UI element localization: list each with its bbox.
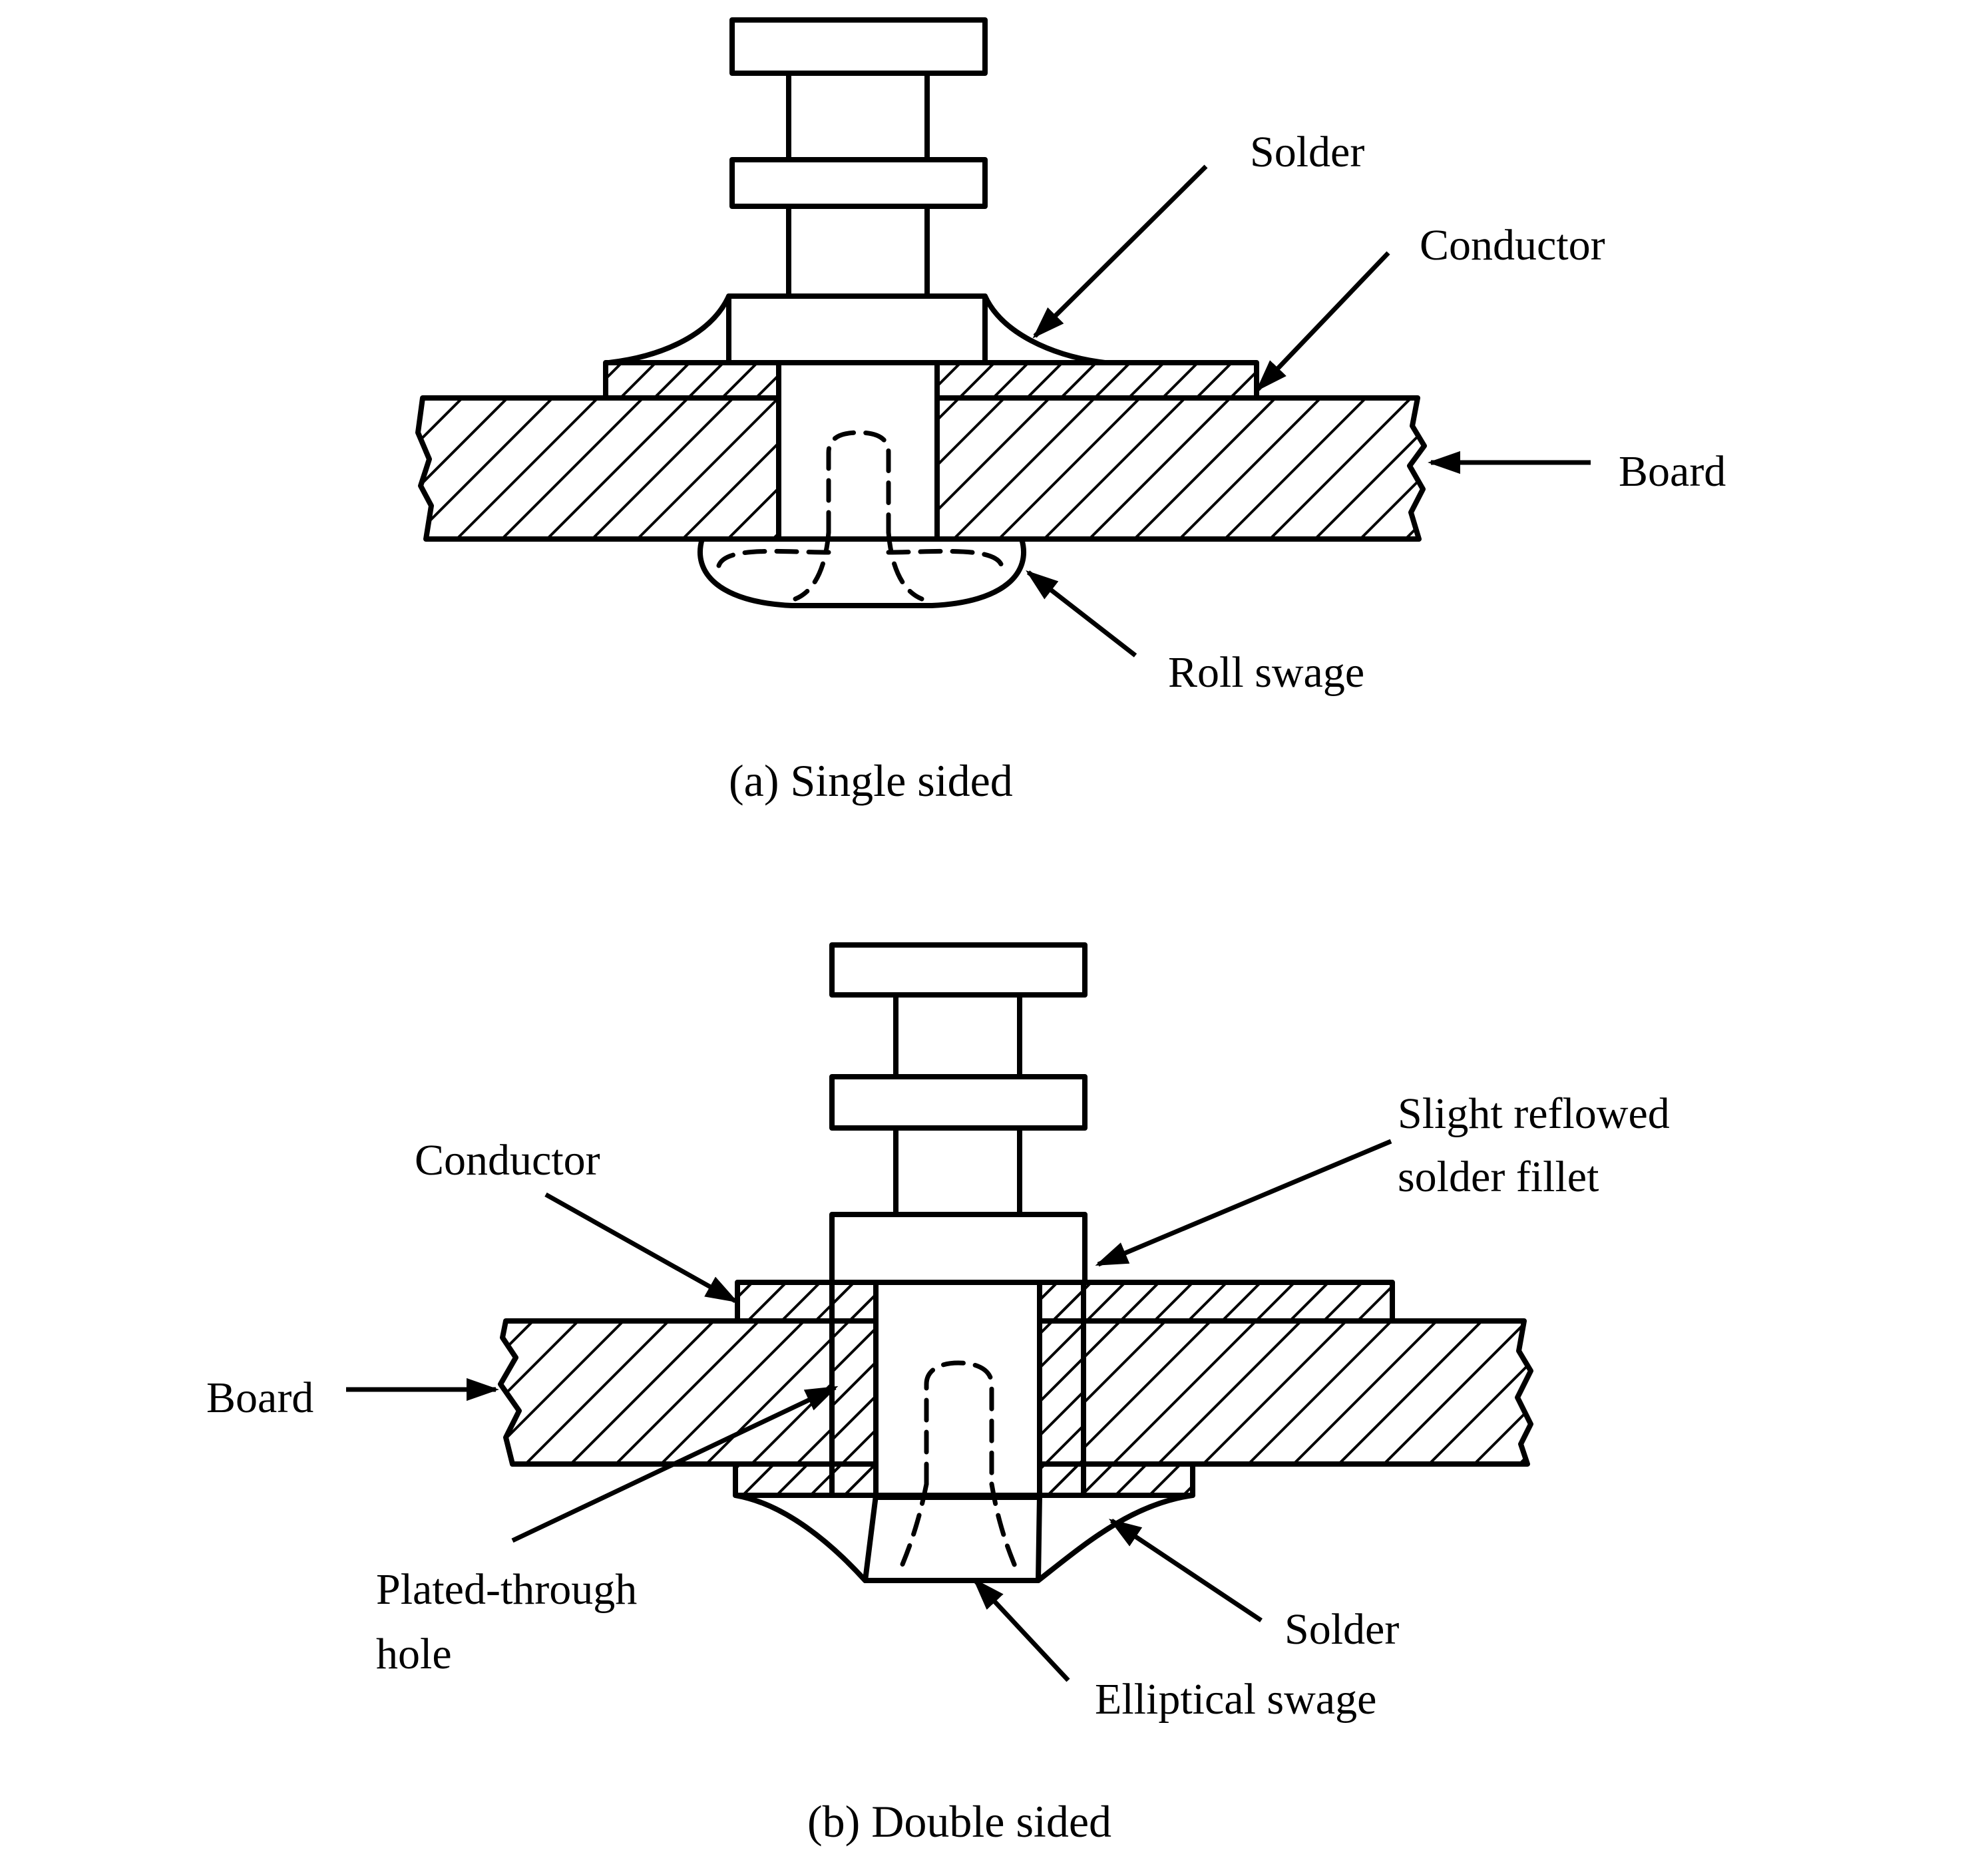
terminal-post-upper-b xyxy=(893,992,1022,1079)
roll-swage-leader-a xyxy=(1026,570,1137,657)
terminal-collar-middle-b xyxy=(829,1074,1088,1131)
terminal-barrel xyxy=(776,360,940,542)
terminal-bore-b xyxy=(873,1280,1042,1498)
board-left-b xyxy=(498,1318,835,1467)
label-roll-swage: Roll swage xyxy=(1168,648,1364,697)
elliptical-swage xyxy=(733,1493,1195,1583)
conductor-pad-left xyxy=(603,360,781,401)
label-board-b: Board xyxy=(206,1374,313,1422)
terminal-collar-top-b xyxy=(829,942,1088,998)
plated-through-leader xyxy=(511,1385,839,1543)
terminal-post-lower-b xyxy=(893,1125,1022,1217)
label-solder-b: Solder xyxy=(1285,1605,1399,1654)
solder-leader-a xyxy=(1032,164,1208,339)
single-sided-diagram: Solder Conductor Board Roll swage (a) Si… xyxy=(415,17,1726,806)
conductor-leader-a xyxy=(1255,251,1390,392)
hidden-bore-lines-b xyxy=(924,1360,994,1487)
label-solder-a: Solder xyxy=(1250,128,1364,176)
label-conductor-b: Conductor xyxy=(415,1136,600,1185)
solder-leader-b xyxy=(1108,1519,1263,1622)
conductor-bottom-right xyxy=(1037,1461,1195,1498)
solder-fillet xyxy=(606,293,1107,365)
conductor-pad-right xyxy=(934,360,1259,401)
terminal-post-upper xyxy=(786,71,930,162)
label-plated-through-line1: Plated-through xyxy=(376,1565,637,1614)
conductor-top-right xyxy=(1037,1280,1395,1324)
caption-single-sided: (a) Single sided xyxy=(729,755,1013,806)
label-elliptical-swage: Elliptical swage xyxy=(1095,1675,1376,1724)
conductor-leader-b xyxy=(544,1192,739,1304)
slight-reflowed-leader xyxy=(1095,1139,1392,1267)
terminal-collar-top xyxy=(729,17,988,76)
board-left xyxy=(415,395,781,542)
terminal-collar-middle xyxy=(729,157,988,209)
roll-swage xyxy=(697,536,1027,608)
label-board-a: Board xyxy=(1619,447,1726,496)
label-plated-through-line2: hole xyxy=(376,1630,452,1678)
terminal-collar-bottom xyxy=(726,293,988,365)
hidden-flare-lines xyxy=(716,530,1004,602)
terminal-post-lower xyxy=(786,204,930,299)
hidden-flare-lines-b xyxy=(896,1481,1021,1577)
swage-flare-lines xyxy=(863,1493,1042,1583)
label-slight-reflowed-line2: solder fillet xyxy=(1398,1153,1599,1201)
label-conductor-a: Conductor xyxy=(1420,221,1605,270)
board-right xyxy=(934,395,1427,542)
label-slight-reflowed-line1: Slight reflowed xyxy=(1398,1089,1670,1138)
conductor-bottom-left xyxy=(733,1461,879,1498)
elliptical-swage-leader xyxy=(972,1578,1070,1682)
terminal-collar-bottom-b xyxy=(829,1212,1088,1285)
caption-double-sided: (b) Double sided xyxy=(807,1796,1111,1847)
board-right-b xyxy=(1081,1318,1533,1467)
double-sided-diagram: Conductor Slight reflowed solder fillet … xyxy=(206,942,1670,1847)
